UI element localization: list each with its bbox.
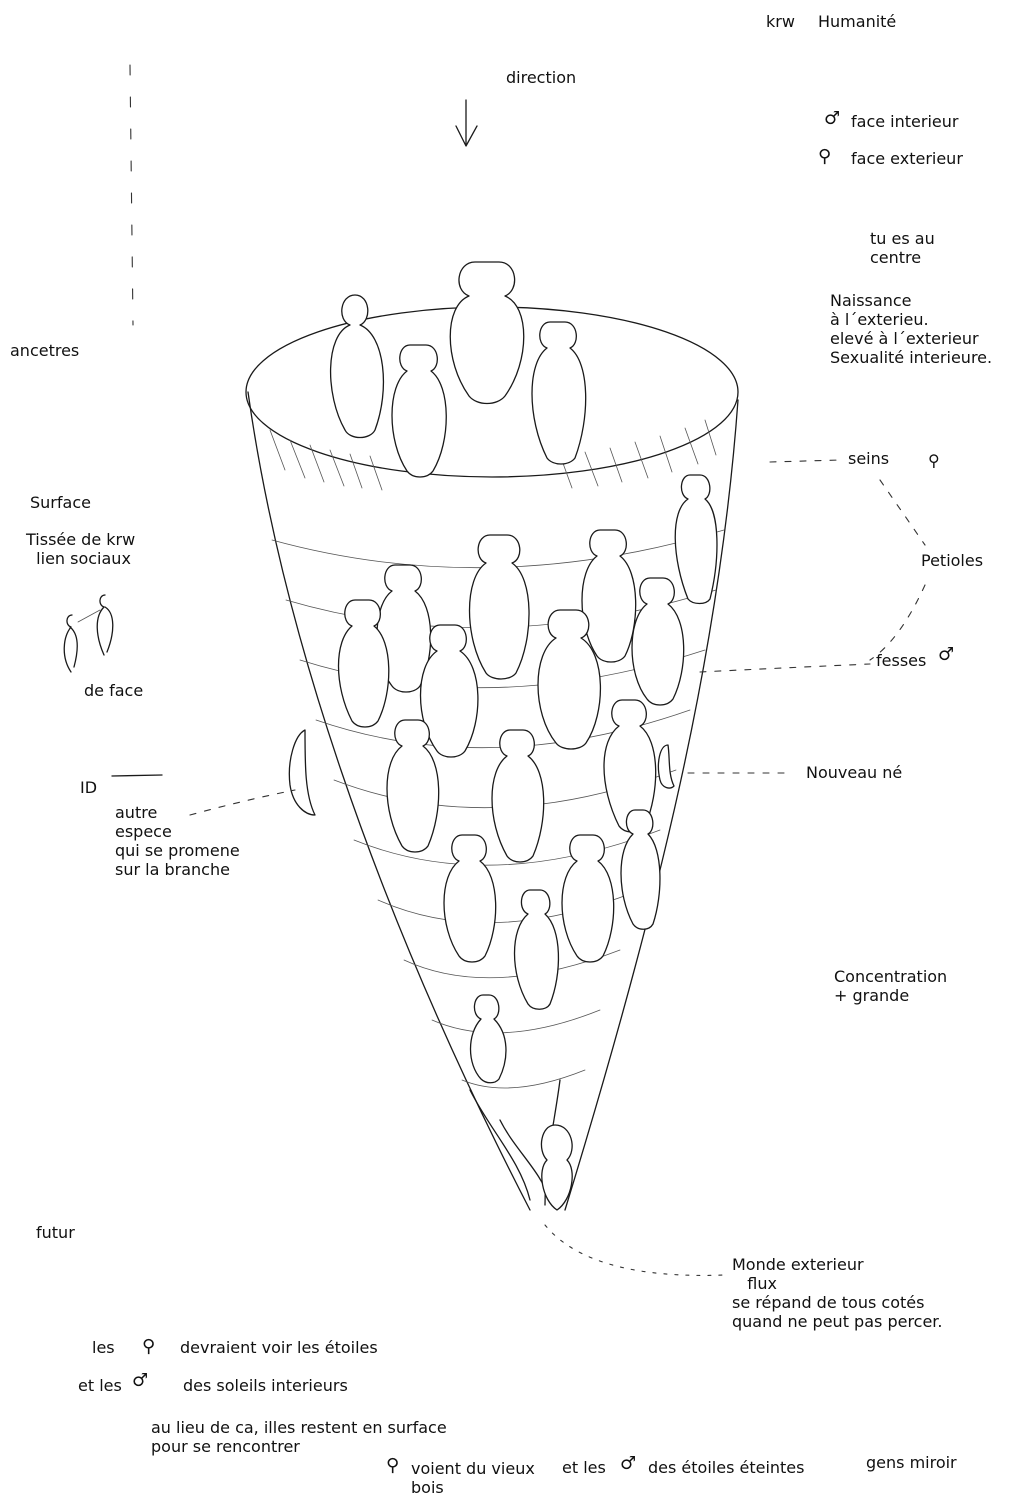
tissee-label: Tissée de krw lien sociaux bbox=[26, 530, 135, 568]
les-label: les bbox=[92, 1338, 115, 1357]
inverted-female-icon: ⚲ bbox=[386, 1457, 399, 1475]
direction-label: direction bbox=[506, 68, 576, 87]
male-icon: ♂ bbox=[824, 110, 840, 128]
soleils-label: des soleils interieurs bbox=[183, 1376, 348, 1395]
et-les-label: et les bbox=[78, 1376, 122, 1395]
autre-espece-label: autre espece qui se promene sur la branc… bbox=[115, 803, 240, 879]
petioles-label: Petioles bbox=[921, 551, 983, 570]
concentration-label: Concentration + grande bbox=[834, 967, 947, 1005]
figures bbox=[289, 262, 717, 1210]
au-lieu-label: au lieu de ca, illes restent en surface … bbox=[151, 1418, 447, 1456]
male-icon: ♂ bbox=[132, 1372, 148, 1390]
tu-es-au-centre-label: tu es au centre bbox=[870, 229, 935, 267]
krw-label: krw bbox=[766, 12, 795, 31]
inverted-female-icon: ⚲ bbox=[142, 1338, 155, 1356]
humanite-label: Humanité bbox=[818, 12, 896, 31]
ancetres-label: ancetres bbox=[10, 341, 79, 360]
gens-miroir-label: gens miroir bbox=[866, 1453, 957, 1472]
futur-label: futur bbox=[36, 1223, 75, 1242]
seins-connector bbox=[770, 460, 840, 462]
id-label: ID bbox=[80, 778, 97, 797]
ancestors-timeline bbox=[130, 65, 133, 325]
fesses-connector bbox=[700, 664, 870, 672]
surface-label: Surface bbox=[30, 493, 91, 512]
et-les-2-label: et les bbox=[562, 1458, 606, 1477]
fesses-label: fesses bbox=[876, 651, 926, 670]
monde-exterieur-connector bbox=[545, 1225, 725, 1275]
de-face-label: de face bbox=[84, 681, 143, 700]
petioles-connector bbox=[870, 480, 925, 660]
male-icon: ♂ bbox=[620, 1455, 636, 1473]
etoiles-eteintes-label: des étoiles éteintes bbox=[648, 1458, 804, 1477]
nouveau-ne-label: Nouveau né bbox=[806, 763, 902, 782]
voient-label: voient du vieux bois bbox=[411, 1459, 535, 1497]
linked-figures bbox=[64, 595, 113, 672]
devraient-voir-label: devraient voir les étoiles bbox=[180, 1338, 378, 1357]
id-line bbox=[112, 775, 162, 776]
inverted-female-icon: ⚲ bbox=[818, 148, 831, 166]
male-icon: ♂ bbox=[938, 646, 954, 664]
naissance-label: Naissance à l´exterieu. elevé à l´exteri… bbox=[830, 291, 992, 367]
seins-label: seins bbox=[848, 449, 889, 468]
monde-exterieur-label: Monde exterieur flux se répand de tous c… bbox=[732, 1255, 943, 1331]
direction-arrow bbox=[456, 100, 477, 146]
face-interieur-label: face interieur bbox=[851, 112, 958, 131]
small-figure-icon: ⚲ bbox=[928, 452, 940, 470]
face-exterieur-label: face exterieur bbox=[851, 149, 963, 168]
